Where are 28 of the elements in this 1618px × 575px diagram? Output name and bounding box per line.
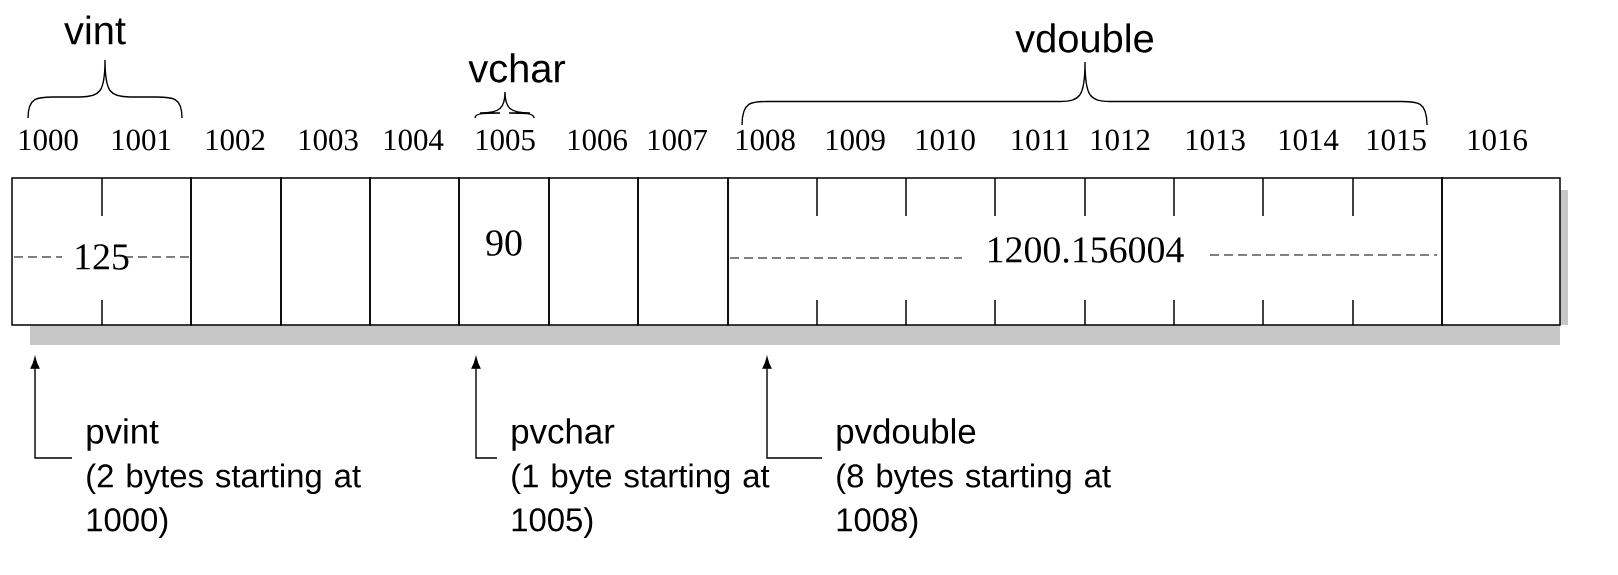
arrow — [762, 357, 823, 459]
arrow — [471, 357, 498, 459]
variable-name: vchar — [468, 53, 566, 83]
variable-name: vint — [64, 15, 126, 45]
address-number: 1003 — [299, 129, 358, 151]
empty-memory-cell — [190, 177, 282, 326]
address-number: 1001 — [112, 129, 171, 151]
empty-memory-cell — [369, 177, 460, 326]
address-number: 1015 — [1367, 129, 1426, 151]
empty-memory-cell — [280, 177, 371, 326]
address-number: 1004 — [384, 129, 444, 151]
address-number: 1005 — [476, 129, 535, 151]
address-number: 1016 — [1468, 129, 1527, 151]
empty-memory-cell — [1441, 177, 1561, 326]
pointer-label: pvint (2 bytes starting at 1000) — [87, 418, 361, 538]
address-number: 1002 — [206, 129, 265, 151]
address-number: 1007 — [648, 129, 707, 151]
pointer-label: pvchar (1 byte starting at 1005) — [512, 418, 770, 538]
memory-cell: 125 — [11, 177, 192, 326]
address-number: 1006 — [568, 129, 627, 151]
variable-name: vdouble — [1015, 23, 1153, 53]
memory-cell: 90 — [458, 177, 550, 326]
pointer-label: pvdouble (8 bytes starting at 1008) — [837, 418, 1111, 538]
memory-cell: 1200.156004 — [727, 177, 1443, 326]
arrow — [30, 357, 73, 459]
address-number: 1008 — [736, 129, 795, 151]
empty-memory-cell — [548, 177, 639, 326]
empty-memory-cell — [637, 177, 729, 326]
